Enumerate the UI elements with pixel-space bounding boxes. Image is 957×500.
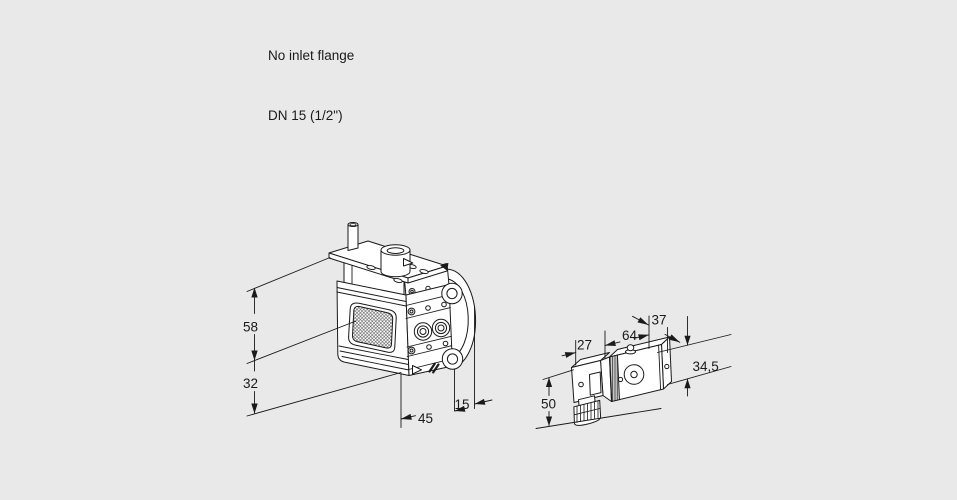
cylinder-boss <box>380 244 414 278</box>
flange-bolts <box>441 282 464 370</box>
main-dimensions: 58 32 45 15 <box>243 257 493 428</box>
dim-64-label: 64 <box>622 328 638 343</box>
dim-45-label: 45 <box>418 411 433 426</box>
flow-direction-marker <box>412 365 422 375</box>
dim-32-label: 32 <box>243 376 258 391</box>
side-valve-drawing <box>571 336 672 426</box>
top-vent-cap <box>625 344 636 355</box>
dim-34-5-label: 34,5 <box>693 359 719 374</box>
front-screws <box>407 301 449 355</box>
drawing-title-line2: DN 15 (1/2") <box>268 108 343 123</box>
dim-15-label: 15 <box>454 397 469 412</box>
dim-58-label: 58 <box>243 320 258 335</box>
side-dimensions: 27 64 37 34,5 50 <box>535 313 732 429</box>
pressure-test-ports <box>413 318 451 341</box>
connector-window <box>589 371 602 396</box>
valve-front-face <box>405 284 453 376</box>
connector-screw <box>578 381 584 388</box>
drawing-title-line1: No inlet flange <box>268 48 355 63</box>
marking-hatch <box>428 362 440 374</box>
connection-box <box>571 352 610 403</box>
solenoid-body <box>600 336 672 402</box>
clamp-wedge <box>440 263 449 271</box>
dim-27-label: 27 <box>577 338 592 353</box>
drawing-title: No inlet flange DN 15 (1/2") <box>268 6 354 166</box>
dim-50-label: 50 <box>541 397 556 412</box>
knurled-collar <box>609 354 620 402</box>
inlet-mesh-screen <box>348 302 397 353</box>
main-valve-drawing <box>328 222 477 376</box>
mounting-stud <box>347 222 359 251</box>
dim-37-label: 37 <box>651 313 666 328</box>
